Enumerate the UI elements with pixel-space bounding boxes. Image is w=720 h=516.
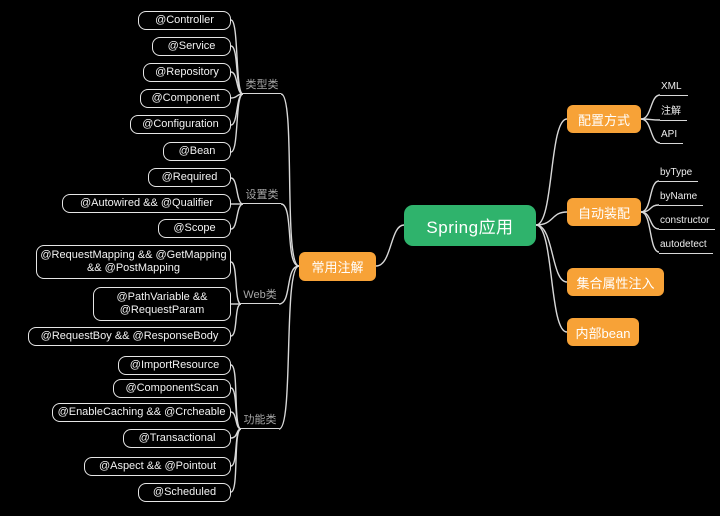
branch-node-collection-injection[interactable]: 集合属性注入 bbox=[567, 268, 664, 296]
annotation-node[interactable]: @Required bbox=[148, 168, 231, 187]
category-label-settings[interactable]: 设置类 bbox=[243, 188, 281, 204]
right-leaf-node[interactable]: XML bbox=[660, 80, 688, 96]
annotation-node[interactable]: @Autowired && @Qualifier bbox=[62, 194, 231, 213]
annotation-node[interactable]: @EnableCaching && @Crcheable bbox=[52, 403, 231, 422]
right-leaf-node[interactable]: 注解 bbox=[660, 105, 687, 121]
annotation-node[interactable]: @RequestMapping && @GetMapping && @PostM… bbox=[36, 245, 231, 279]
root-node[interactable]: Spring应用 bbox=[404, 205, 536, 246]
right-leaf-node[interactable]: autodetect bbox=[659, 238, 713, 254]
annotation-node[interactable]: @Transactional bbox=[123, 429, 231, 448]
annotation-node[interactable]: @Service bbox=[152, 37, 231, 56]
branch-node-autowiring[interactable]: 自动装配 bbox=[567, 198, 641, 226]
annotation-node[interactable]: @Configuration bbox=[130, 115, 231, 134]
annotation-node[interactable]: @Component bbox=[140, 89, 231, 108]
category-label-web[interactable]: Web类 bbox=[241, 288, 279, 304]
annotation-node[interactable]: @PathVariable && @RequestParam bbox=[93, 287, 231, 321]
annotation-node[interactable]: @RequestBoy && @ResponseBody bbox=[28, 327, 231, 346]
right-leaf-node[interactable]: byName bbox=[659, 190, 704, 206]
category-label-type[interactable]: 类型类 bbox=[243, 78, 281, 94]
annotation-node[interactable]: @Scheduled bbox=[138, 483, 231, 502]
right-leaf-node[interactable]: byType bbox=[659, 166, 699, 182]
annotation-node[interactable]: @Repository bbox=[143, 63, 231, 82]
annotation-node[interactable]: @Scope bbox=[158, 219, 231, 238]
branch-node-common-annotations[interactable]: 常用注解 bbox=[299, 252, 376, 281]
right-leaf-node[interactable]: API bbox=[660, 128, 684, 144]
branch-node-inner-bean[interactable]: 内部bean bbox=[567, 318, 639, 346]
annotation-node[interactable]: @Controller bbox=[138, 11, 231, 30]
annotation-node[interactable]: @ImportResource bbox=[118, 356, 231, 375]
annotation-node[interactable]: @Aspect && @Pointout bbox=[84, 457, 231, 476]
right-leaf-node[interactable]: constructor bbox=[659, 214, 716, 230]
category-label-function[interactable]: 功能类 bbox=[241, 413, 279, 429]
annotation-node[interactable]: @Bean bbox=[163, 142, 231, 161]
branch-node-config-methods[interactable]: 配置方式 bbox=[567, 105, 641, 133]
annotation-node[interactable]: @ComponentScan bbox=[113, 379, 231, 398]
